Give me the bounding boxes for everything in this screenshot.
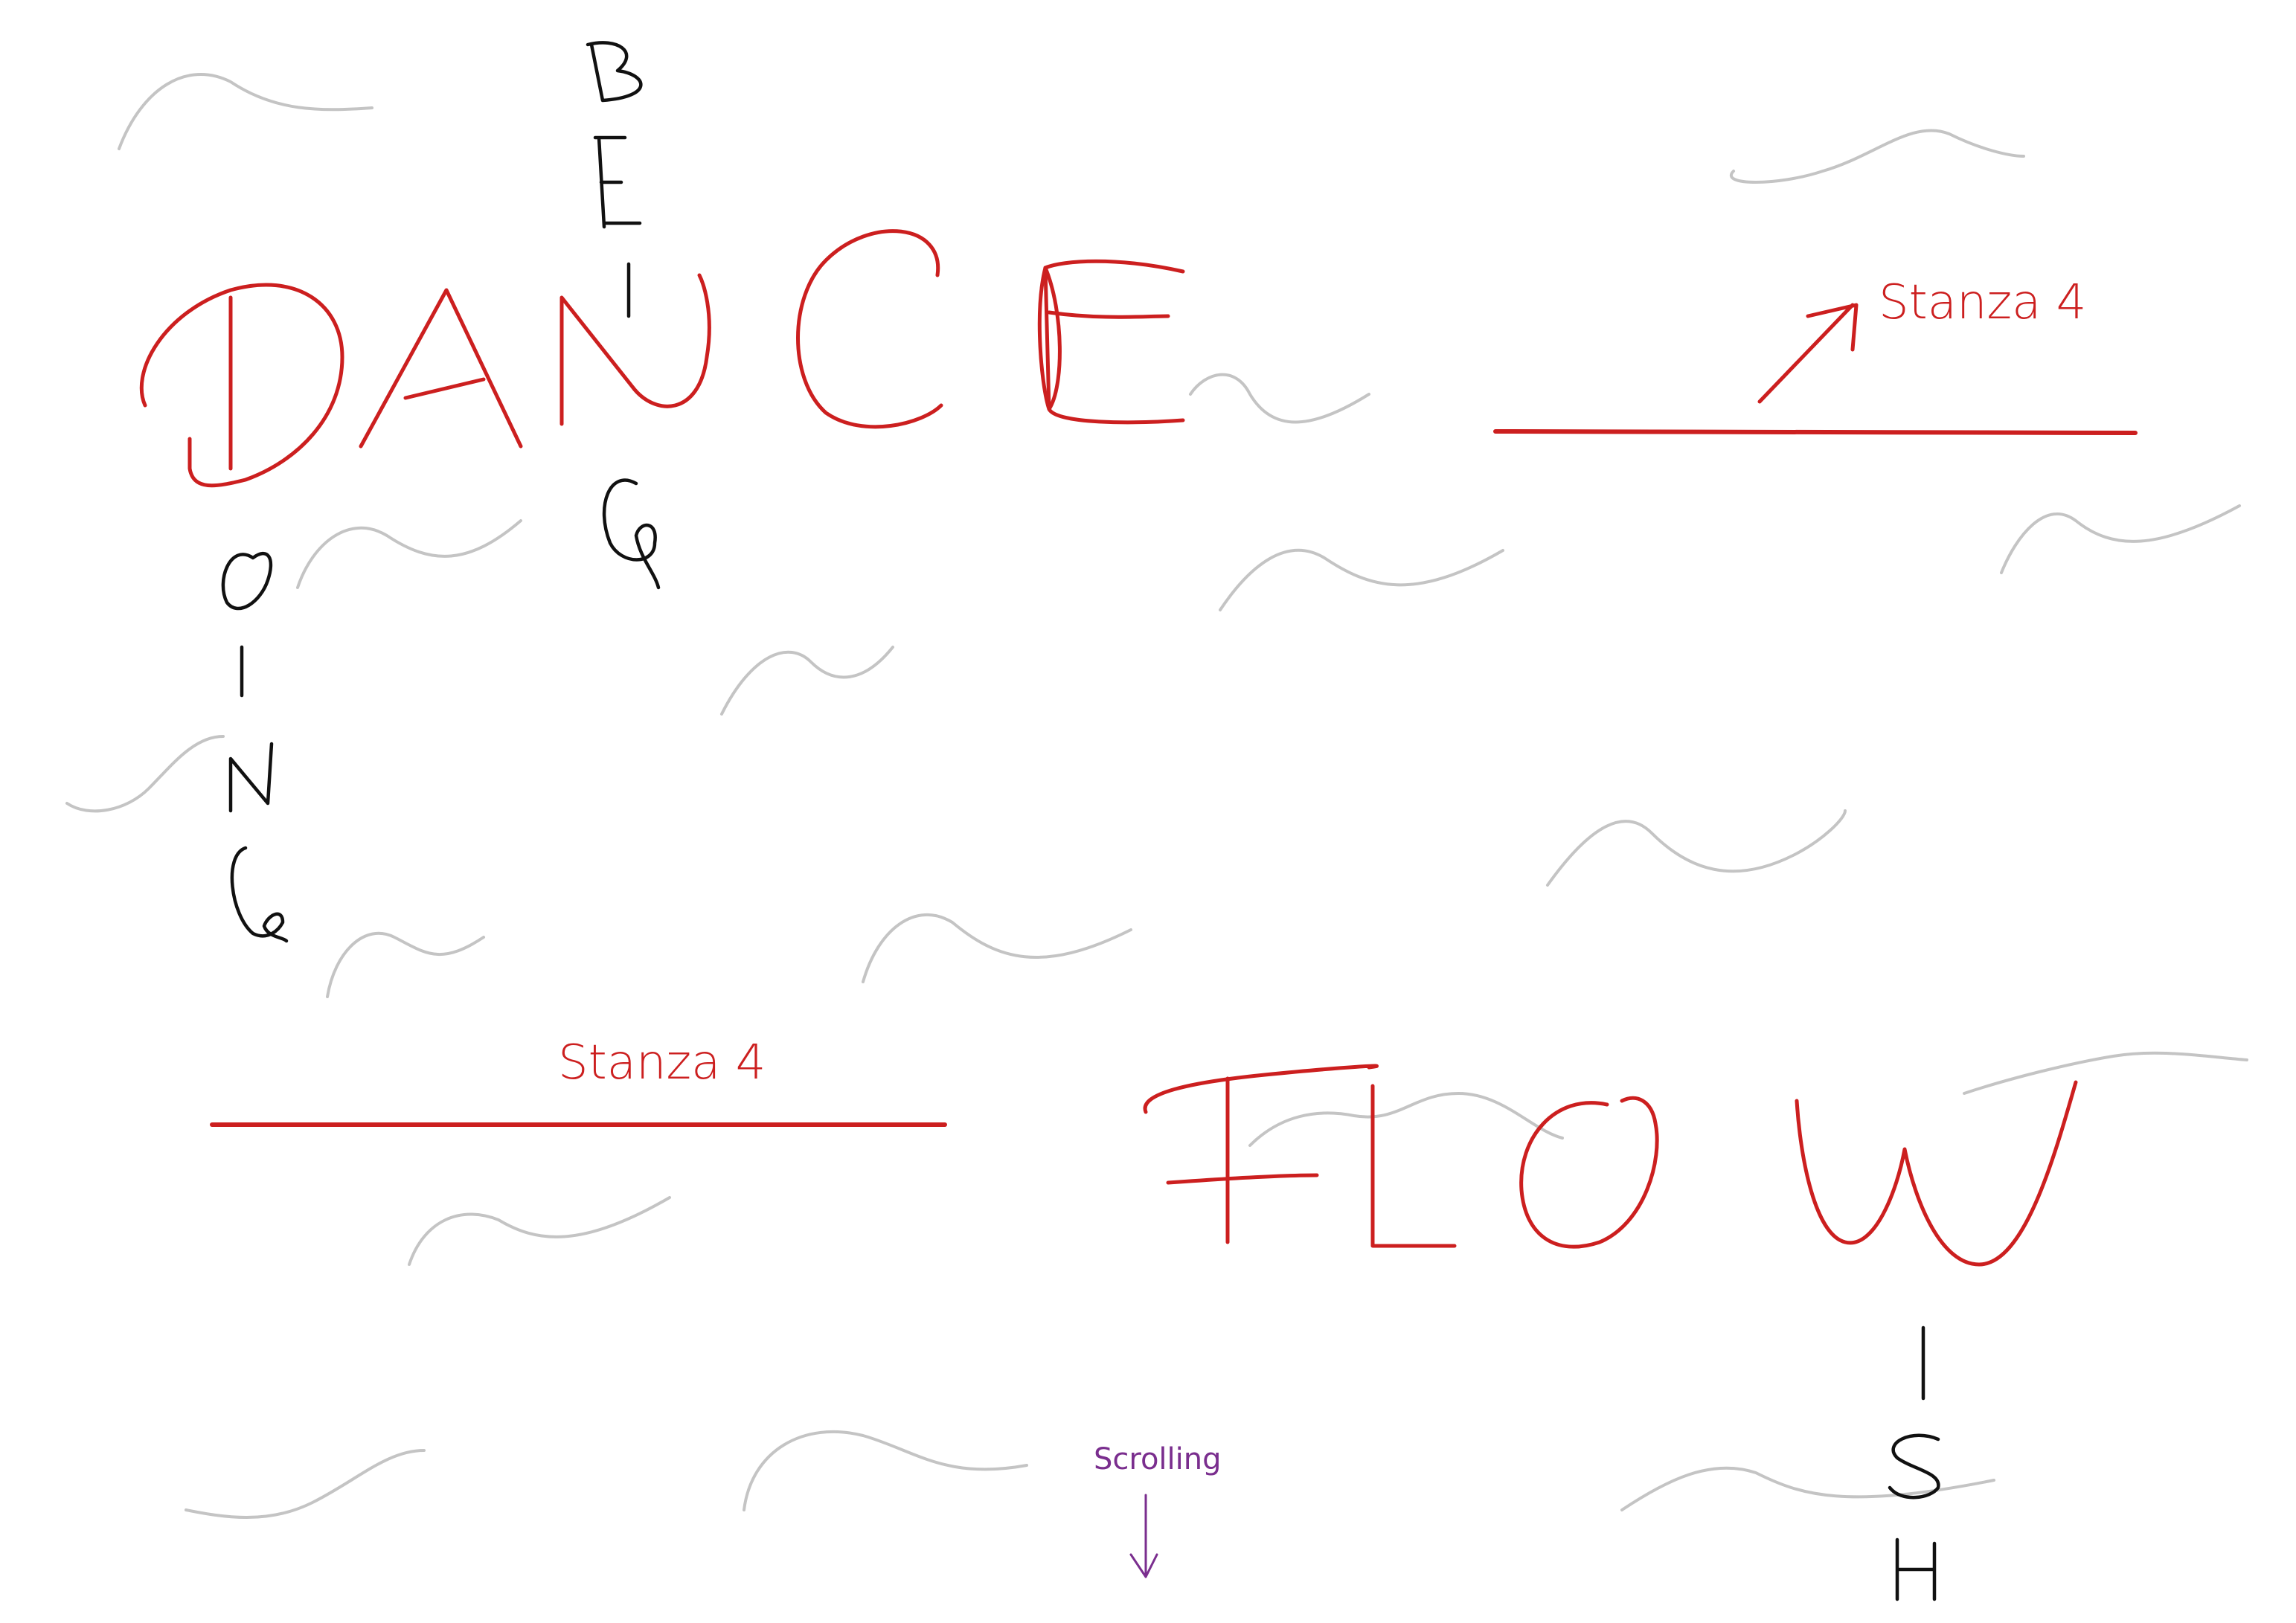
- letter-w: [1795, 1080, 2078, 1267]
- letter-e: [1043, 259, 1185, 425]
- wave-stroke: [1189, 373, 1370, 424]
- letter-h: [1895, 1537, 1937, 1601]
- wave-stroke: [1546, 809, 1847, 887]
- stanza-left-group: Stanza 4: [210, 1035, 947, 1127]
- wave-stroke: [862, 913, 1132, 983]
- letter-d: [139, 283, 344, 488]
- blank-line-top: [1493, 429, 2138, 435]
- stanza-left-label: Stanza 4: [558, 1035, 766, 1090]
- scrolling-group: Scrolling: [1094, 1442, 1222, 1578]
- letter-o-flow: [1519, 1096, 1659, 1249]
- wave-stroke: [1730, 129, 2025, 184]
- word-ish: [1888, 1325, 1940, 1601]
- letter-o: [221, 552, 273, 611]
- wave-stroke: [743, 1430, 1028, 1511]
- arrow-down-icon: [1129, 1494, 1158, 1578]
- word-flow: [1143, 1064, 2078, 1267]
- letter-b: [586, 41, 643, 103]
- wave-stroke: [1620, 1466, 1995, 1511]
- letter-e-small: [593, 135, 642, 229]
- word-doing: [221, 552, 289, 943]
- letter-s: [1888, 1433, 1940, 1500]
- letter-f-bar: [1166, 1173, 1319, 1185]
- letter-e-loop: [1037, 266, 1062, 411]
- arrow-up-right-icon: [1757, 303, 1859, 404]
- scrolling-label: Scrolling: [1094, 1442, 1222, 1476]
- wave-stroke: [2000, 504, 2241, 574]
- wave-stroke: [408, 1196, 671, 1266]
- letter-g-doing: [230, 846, 289, 943]
- stanza-top-label: Stanza 4: [1879, 275, 2086, 330]
- letter-n: [559, 273, 711, 426]
- wave-stroke: [296, 519, 522, 589]
- letter-c: [796, 229, 943, 429]
- letter-a-bar: [403, 377, 486, 400]
- wave-stroke: [185, 1449, 426, 1519]
- letter-e-bar: [1047, 310, 1170, 319]
- letter-f: [1143, 1064, 1379, 1114]
- wave-stroke: [1219, 548, 1504, 611]
- letter-l: [1370, 1084, 1457, 1248]
- wave-stroke: [326, 931, 485, 998]
- letter-n-doing: [228, 742, 274, 813]
- wave-stroke: [1248, 1092, 1564, 1147]
- letter-a: [359, 288, 523, 449]
- wave-stroke: [720, 646, 894, 716]
- word-dance: [139, 229, 1185, 488]
- wave-stroke: [65, 735, 225, 813]
- word-being: [586, 41, 661, 590]
- background-waves: [65, 73, 2248, 1519]
- wave-stroke: [118, 73, 373, 150]
- wave-stroke: [1963, 1051, 2248, 1095]
- letter-g: [602, 478, 661, 590]
- stanza-top-group: Stanza 4: [1493, 275, 2138, 435]
